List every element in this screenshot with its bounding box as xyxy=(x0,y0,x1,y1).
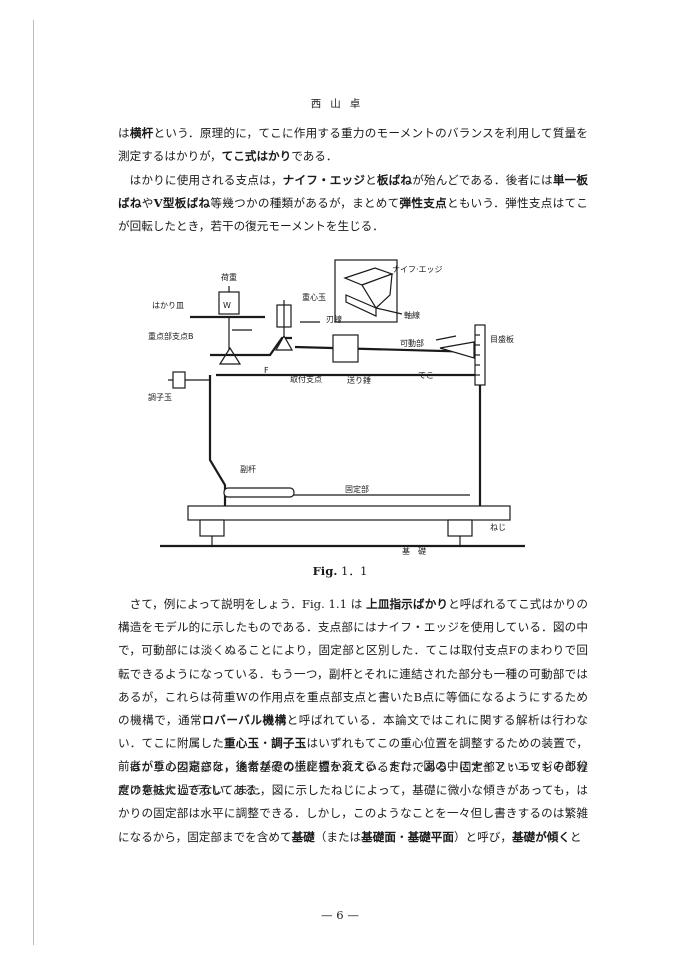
label-mount-fulcrum: 取付支点 xyxy=(290,374,322,384)
paragraph-3: さて，例によって説明をしょう．Fig. 1.1 は 上皿指示ばかりと呼ばれるてこ… xyxy=(118,593,588,802)
label-center-ball: 重心玉 xyxy=(302,292,326,302)
fulcrum-f-knife xyxy=(274,334,294,351)
label-feed-weight: 送り錘 xyxy=(347,375,371,385)
caption-fig: Fig. xyxy=(312,564,338,578)
text-run: と xyxy=(569,829,582,844)
label-knife-edge: ナイフ·エッジ xyxy=(392,265,443,274)
text-run: （または xyxy=(314,829,362,844)
bold-term: 基礎 xyxy=(291,829,315,844)
bold-term: 基礎平面 xyxy=(407,829,454,844)
label-fulcrum-b: 重点部支点B xyxy=(148,331,194,341)
label-pan: はかり皿 xyxy=(152,301,184,310)
label-edge-line: 刃線 xyxy=(326,314,342,324)
text-run: はかりの固定部は，通常基礎の上に置かれているだけである．固定部といってもその程度… xyxy=(118,760,588,844)
label-fixed: 固定部 xyxy=(345,484,369,494)
bold-term: V型板ばね xyxy=(153,196,211,211)
text-run: は xyxy=(118,126,130,140)
page-number: — 6 — xyxy=(321,908,359,922)
figure-weighing-scale: ナイフ·エッジ 荷重 W はかり皿 重心玉 刃線 軸線 重点部支点B 可動部 目… xyxy=(140,250,540,560)
paragraph-1: は横杆という．原理的に，てこに作用する重力のモーメントのバランスを利用して質量を… xyxy=(118,122,588,168)
text-run: ともいう．弾性支点はてこが回転したとき，若干の復元モーメントを生じる． xyxy=(118,196,588,234)
sub-lever-bar xyxy=(223,487,295,498)
bold-term: 調子玉 xyxy=(271,736,307,751)
label-lever: てこ xyxy=(418,371,434,380)
bold-term: 上皿指示ばかり xyxy=(366,597,449,611)
bold-term: 基礎が傾く xyxy=(511,829,570,844)
label-scale-plate: 目盛板 xyxy=(490,334,514,344)
bold-term: 重心玉 xyxy=(224,736,260,751)
label-f: F xyxy=(264,366,269,375)
label-screw: ねじ xyxy=(490,523,506,532)
text-run: が殆んどである．後者には xyxy=(412,173,553,187)
text-run: 等幾つかの種類があるが，まとめて xyxy=(210,196,400,211)
lever-arm xyxy=(210,336,292,357)
running-header: 西山卓 xyxy=(310,98,370,110)
text-run: である． xyxy=(291,149,338,164)
label-tuning-ball: 調子玉 xyxy=(148,392,172,402)
caption-number: 1．1 xyxy=(341,564,368,578)
right-foot xyxy=(447,519,473,537)
text-run: や xyxy=(141,196,154,211)
paragraph-2: はかりに使用される支点は，ナイフ・エッジと板ばねが殆んどである．後者には単一板ば… xyxy=(118,169,588,239)
bold-term: 板ばね xyxy=(376,173,413,187)
bold-term: 基礎面 xyxy=(361,829,396,844)
scale-diagram: ナイフ·エッジ 荷重 W はかり皿 重心玉 刃線 軸線 重点部支点B 可動部 目… xyxy=(148,259,525,556)
text-run: と xyxy=(365,173,377,187)
text-run: と呼ばれている．本論文ではこれに関する解析は行わない．てこに附属した xyxy=(118,713,588,751)
bold-term: てこ式はかり xyxy=(221,149,292,164)
feed-weight xyxy=(332,334,359,363)
inset-frame xyxy=(334,259,398,323)
text-run: はかりに使用される支点は， xyxy=(129,173,283,187)
paragraph-4: はかりの固定部は，通常基礎の上に置かれているだけである．固定部といってもその程度… xyxy=(118,756,588,849)
text-run: ・ xyxy=(395,829,408,844)
label-weight: 荷重 xyxy=(221,272,237,282)
bold-term: ナイフ・エッジ xyxy=(282,173,366,187)
fixed-column xyxy=(208,375,227,506)
bold-term: 単一板ばね xyxy=(118,173,588,211)
text-run: という．原理的に，てこに作用する重力のモーメントのバランスを利用して質量を測定す… xyxy=(118,126,588,164)
label-weight-symbol: W xyxy=(223,301,231,310)
figure-caption: Fig. 1．1 xyxy=(0,563,680,579)
pointer xyxy=(439,341,475,359)
text-run: ）と呼び， xyxy=(453,829,512,844)
left-foot xyxy=(199,519,225,537)
margin-rule xyxy=(33,20,34,945)
bold-term: 横杆 xyxy=(129,126,154,140)
text-run: さて，例によって説明をしょう．Fig. 1.1 は xyxy=(129,597,367,611)
bold-term: ロバーバル機構 xyxy=(202,713,287,728)
text-run: はいずれもてこの重心位置を調整するための装置で，前者が重心の高さを，後者がその横… xyxy=(118,736,588,797)
label-base: 基 礎 xyxy=(402,546,426,556)
label-axis: 軸線 xyxy=(404,310,420,320)
label-movable: 可動部 xyxy=(400,338,424,348)
text-run: と呼ばれるてこ式はかりの構造をモデル的に示したものである．支点部にはナイフ・エッ… xyxy=(118,597,589,728)
text-run: ・ xyxy=(259,736,272,751)
bold-term: 弾性支点 xyxy=(399,196,447,211)
label-sub-lever: 副杆 xyxy=(240,464,256,474)
tuning-ball xyxy=(172,371,186,389)
base-slab xyxy=(187,505,511,521)
